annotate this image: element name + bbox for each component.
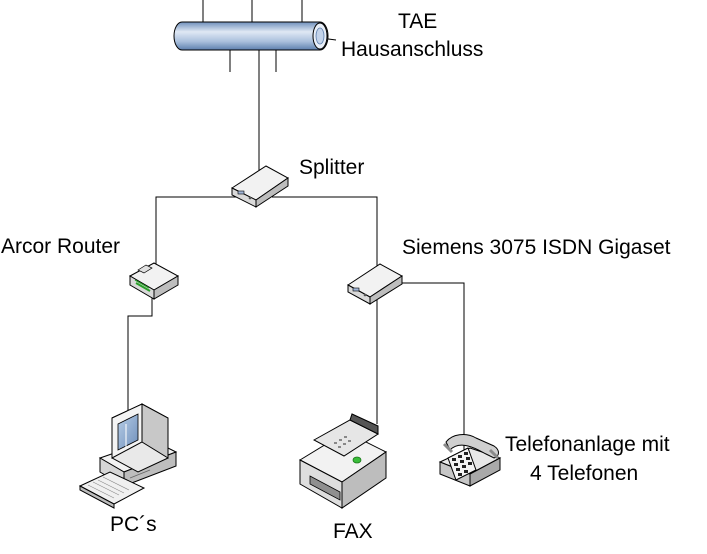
hausanschluss-label: Hausanschluss <box>341 38 484 61</box>
connector-gigaset-phone <box>400 282 465 452</box>
fax-machine-icon <box>298 413 387 509</box>
cable-pipe-icon <box>173 0 329 72</box>
router-label: Arcor Router <box>1 235 121 258</box>
desktop-computer-icon <box>78 403 178 509</box>
telefonanlage-label: Telefonanlage mit <box>505 433 670 456</box>
splitter-hub-icon <box>230 165 289 208</box>
connector-splitter-gigaset <box>272 196 378 272</box>
fax-label: FAX <box>333 520 373 543</box>
tae-label: TAE <box>398 10 438 33</box>
connection-lines <box>127 33 465 452</box>
splitter-label: Splitter <box>299 156 365 179</box>
connector-splitter-router <box>155 196 240 272</box>
gigaset-label: Siemens 3075 ISDN Gigaset <box>402 236 671 259</box>
telephone-icon <box>438 434 502 487</box>
connector-router-pc <box>127 297 153 418</box>
pcs-label: PC´s <box>110 513 157 536</box>
telefone-count-label: 4 Telefonen <box>530 462 639 485</box>
router-icon <box>128 262 180 300</box>
gigaset-hub-icon <box>347 263 403 305</box>
